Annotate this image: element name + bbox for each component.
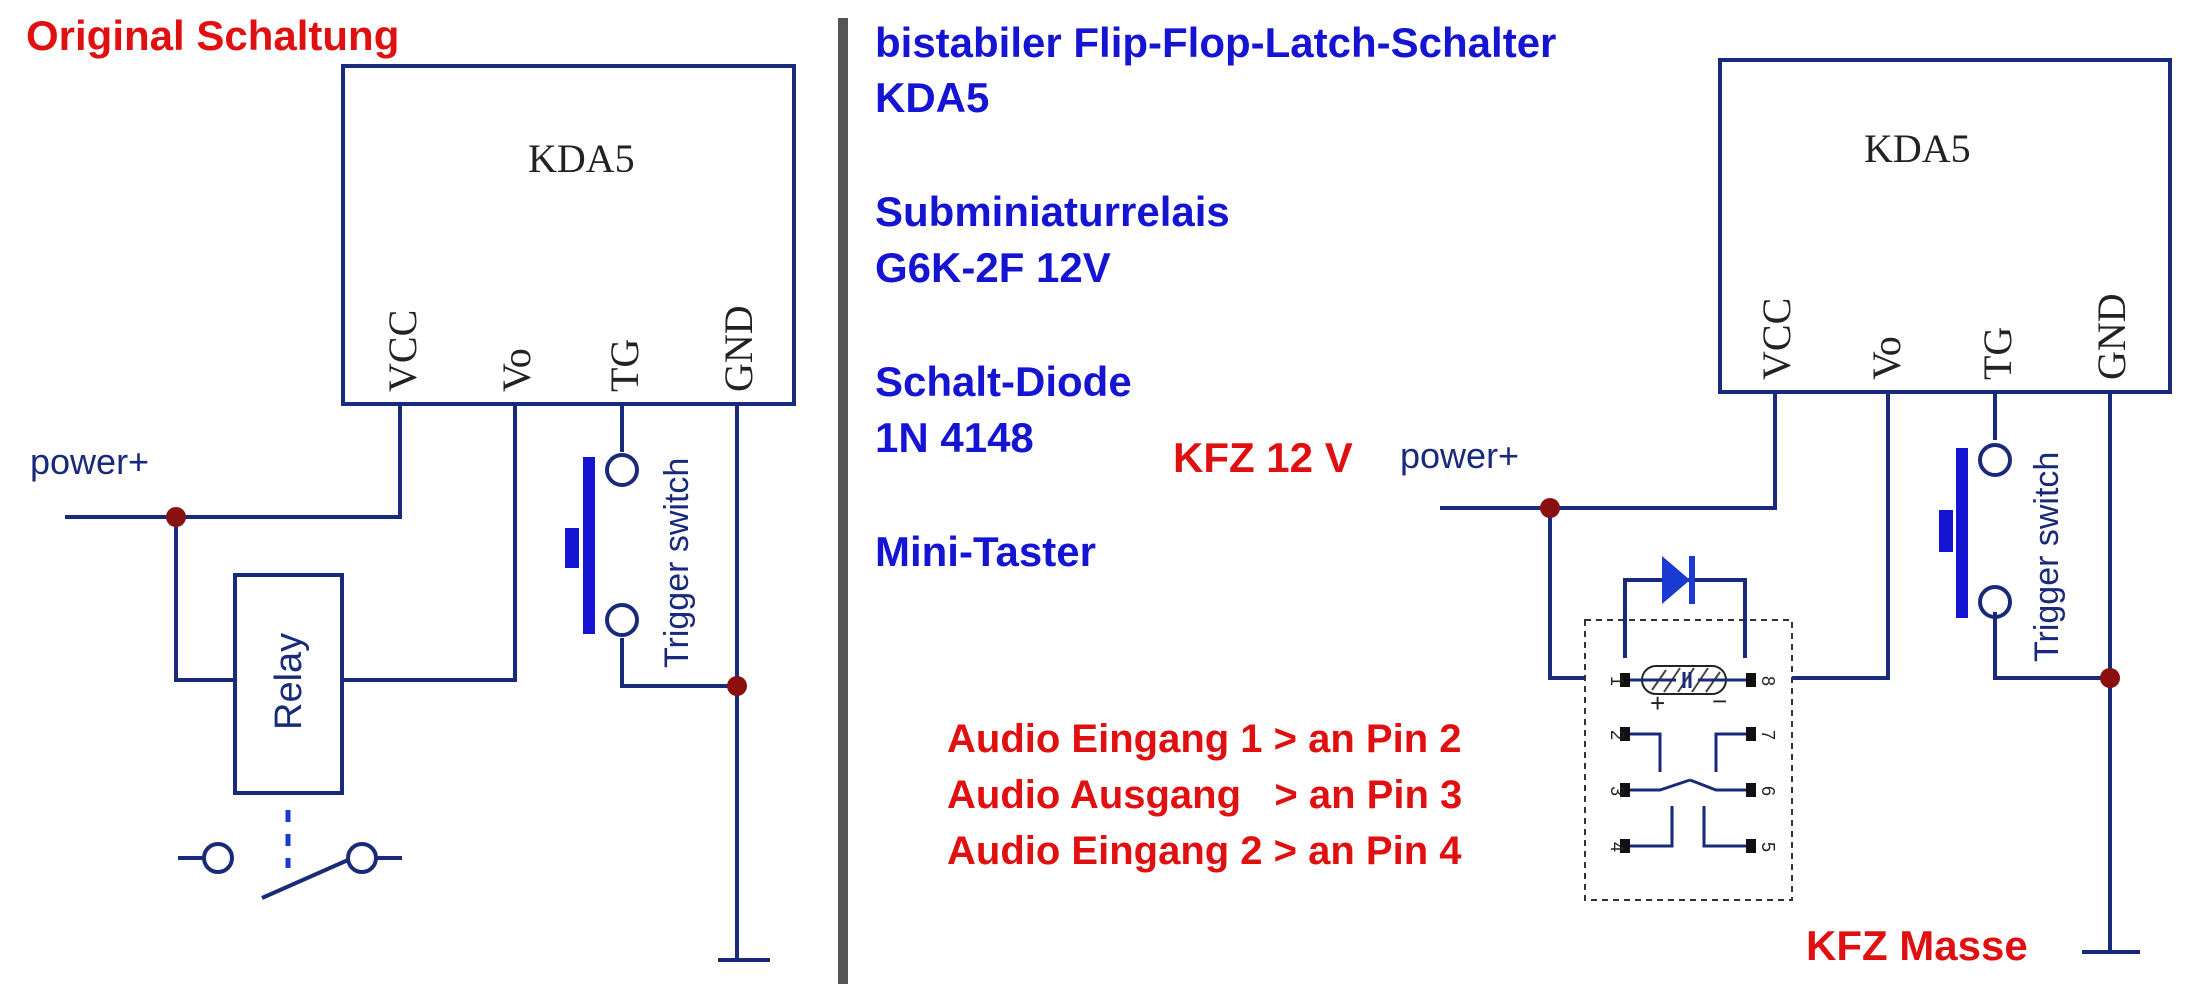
left-trigger-label: Trigger switch bbox=[658, 458, 696, 668]
info-line6: 1N 4148 bbox=[875, 414, 1034, 461]
relay-pin-5: 5 bbox=[1758, 842, 1778, 852]
info-line7: Mini-Taster bbox=[875, 528, 1096, 575]
center-divider bbox=[838, 18, 848, 984]
left-gnd-junction bbox=[727, 676, 747, 696]
right-chip-name: KDA5 bbox=[1864, 126, 1971, 171]
left-pin-gnd: GND bbox=[716, 305, 761, 392]
right-kda5-chip bbox=[1718, 58, 2172, 394]
left-relay-contact bbox=[178, 842, 402, 900]
relay-pin-3: 3 bbox=[1607, 786, 1627, 796]
relay-pin-4: 4 bbox=[1607, 842, 1627, 852]
right-power-junction bbox=[1540, 498, 1560, 518]
audio-line-2: Audio Ausgang > an Pin 3 bbox=[947, 773, 1462, 817]
audio-line-1: Audio Eingang 1 > an Pin 2 bbox=[947, 717, 1462, 761]
right-gnd-junction bbox=[2100, 668, 2120, 688]
left-relay-box bbox=[233, 573, 344, 795]
relay-pin-8: 8 bbox=[1758, 676, 1778, 686]
left-heading: Original Schaltung bbox=[26, 12, 399, 59]
right-relay-package bbox=[1584, 556, 1793, 901]
left-power-junction bbox=[166, 507, 186, 527]
left-chip-name: KDA5 bbox=[528, 136, 635, 181]
right-pin-tg: TG bbox=[1975, 327, 2020, 380]
right-kfz-masse: KFZ Masse bbox=[1806, 922, 2028, 969]
right-kfz-12v: KFZ 12 V bbox=[1173, 434, 1353, 481]
info-line3: Subminiaturrelais bbox=[875, 188, 1230, 235]
right-pin-vcc: VCC bbox=[1754, 298, 1799, 380]
right-trigger-label: Trigger switch bbox=[2028, 452, 2066, 662]
left-pin-vo: Vo bbox=[494, 348, 539, 392]
left-trigger-switch bbox=[565, 453, 639, 637]
audio-line-3: Audio Eingang 2 > an Pin 4 bbox=[947, 829, 1462, 873]
diode-symbol bbox=[1662, 556, 1690, 604]
left-pin-vcc: VCC bbox=[380, 310, 425, 392]
left-pin-tg: TG bbox=[602, 339, 647, 392]
right-pin-vo: Vo bbox=[1864, 336, 1909, 380]
left-relay-label: Relay bbox=[268, 633, 310, 730]
info-line5: Schalt-Diode bbox=[875, 358, 1132, 405]
left-power-label: power+ bbox=[30, 441, 149, 482]
relay-plus: + bbox=[1650, 688, 1665, 718]
relay-minus: − bbox=[1712, 686, 1727, 716]
right-power-label: power+ bbox=[1400, 435, 1519, 476]
info-line2: KDA5 bbox=[875, 74, 989, 121]
info-line1: bistabiler Flip-Flop-Latch-Schalter bbox=[875, 19, 1556, 66]
relay-pin-2: 2 bbox=[1607, 730, 1627, 740]
right-trigger-switch bbox=[1939, 443, 2012, 619]
right-pin-gnd: GND bbox=[2089, 293, 2134, 380]
info-line4: G6K-2F 12V bbox=[875, 244, 1111, 291]
relay-pin-1: 1 bbox=[1607, 676, 1627, 686]
left-kda5-chip bbox=[341, 64, 796, 406]
relay-pin-6: 6 bbox=[1758, 786, 1778, 796]
relay-pin-7: 7 bbox=[1758, 730, 1778, 740]
